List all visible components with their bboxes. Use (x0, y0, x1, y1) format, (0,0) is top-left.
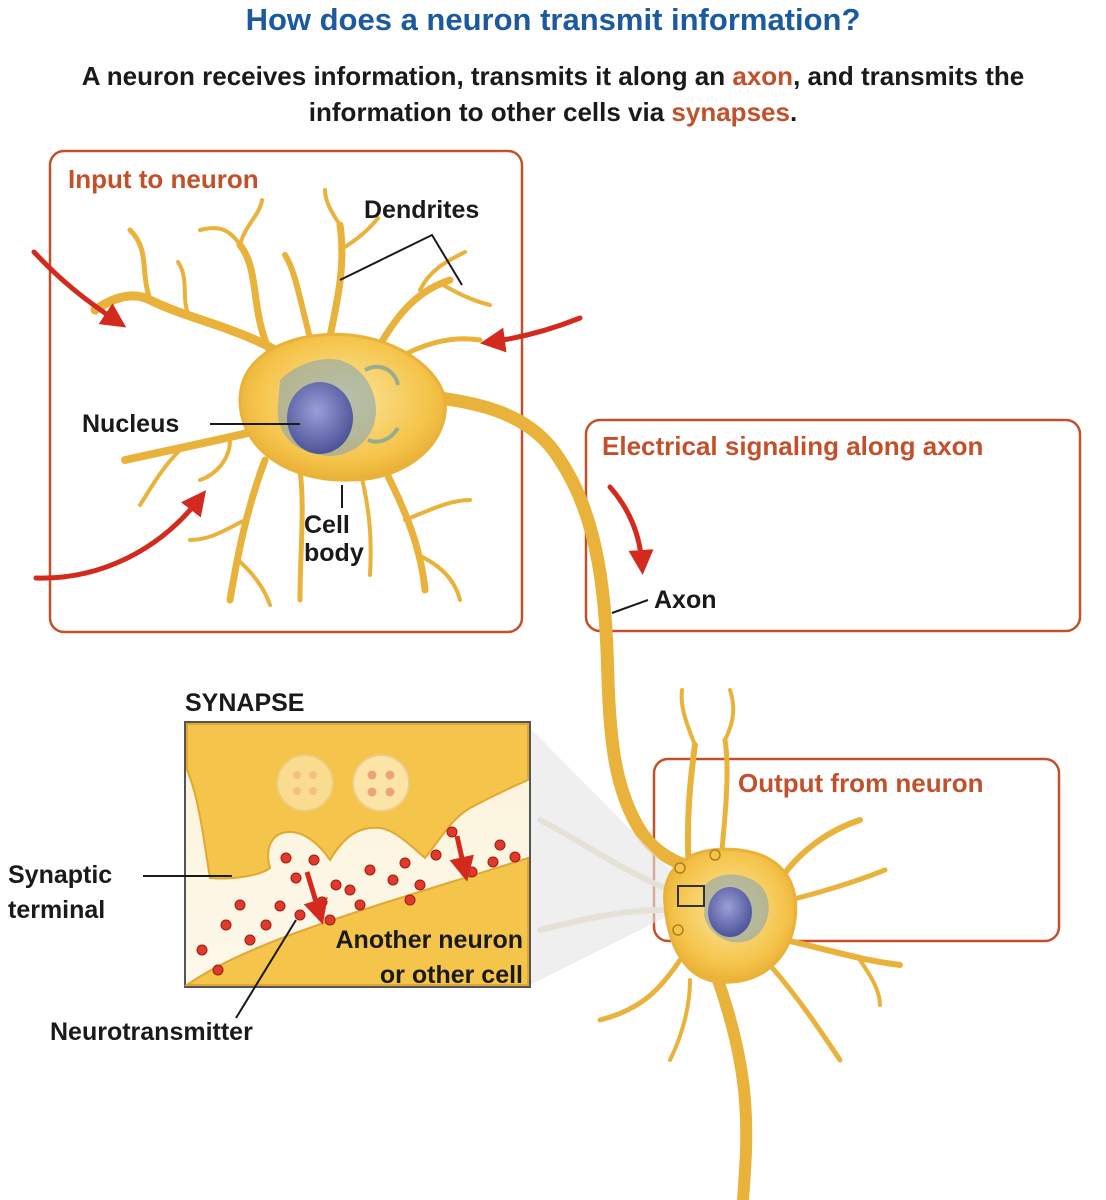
axon-path (403, 388, 707, 877)
axon-label: Axon (654, 586, 717, 614)
cell-body-label-line2: body (304, 539, 364, 567)
subtitle-end: . (789, 97, 798, 127)
axon-leader (611, 599, 649, 614)
lower-nucleus (708, 887, 752, 937)
subtitle-synapses-term: synapses (671, 97, 790, 127)
neurotransmitter-leader (235, 919, 297, 1019)
presynaptic-terminal (186, 723, 529, 880)
nucleus-label: Nucleus (82, 410, 179, 438)
inset-cone (530, 728, 690, 985)
synaptic-terminal-label-line1: Synaptic (8, 861, 112, 889)
subtitle-text-1: A neuron receives information, transmits… (81, 61, 733, 91)
another-neuron-label-line1: Another neuron (336, 926, 524, 954)
upper-nucleus (287, 382, 353, 454)
dendrites-label: Dendrites (364, 196, 479, 224)
lower-cell-body (663, 847, 798, 984)
synapse-inset (183, 721, 531, 988)
subtitle-text-2: , and transmits the information to other… (308, 61, 1025, 127)
another-neuron-label-line2: or other cell (380, 961, 523, 989)
input-arrow-top-left (31, 249, 127, 328)
lower-neuron (597, 688, 903, 1200)
input-arrow-bottom-left (33, 490, 207, 581)
output-box-title: Output from neuron (738, 768, 984, 798)
cell-body-label-line1: Cell (304, 511, 350, 539)
upper-cell-body (238, 332, 447, 482)
diagram-subtitle: A neuron receives information, transmits… (60, 58, 1046, 130)
input-box-title: Input to neuron (68, 164, 259, 194)
electrical-box-title: Electrical signaling along axon (602, 431, 983, 461)
release-arrow-1 (303, 871, 328, 925)
neurotransmitter-label: Neurotransmitter (50, 1018, 253, 1046)
upper-neuron (90, 188, 707, 877)
dendrites (90, 188, 492, 607)
signal-arrow-axon (607, 484, 654, 575)
diagram-title: How does a neuron transmit information? (245, 2, 861, 37)
release-arrow-2 (449, 835, 474, 882)
signal-arrows (31, 249, 654, 581)
synapse-highlight-box (677, 885, 705, 907)
subtitle-axon-term: axon (732, 61, 794, 91)
synaptic-terminal-label-line2: terminal (8, 896, 105, 924)
dendrites-bracket (339, 233, 463, 286)
input-arrow-right (480, 315, 583, 353)
synapse-label: SYNAPSE (185, 689, 304, 717)
leader-lines (143, 233, 649, 1019)
